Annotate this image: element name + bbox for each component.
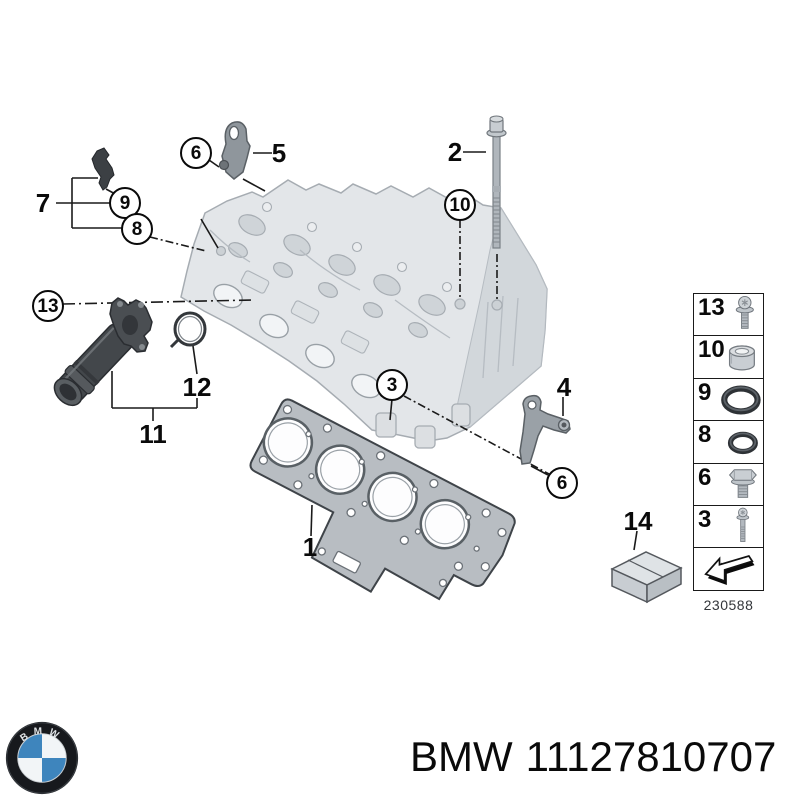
callout-5: 5 bbox=[271, 138, 287, 168]
part-number-text: 11127810707 bbox=[525, 733, 777, 780]
callout-circle-13: 13 bbox=[32, 290, 64, 322]
callout-1: 1 bbox=[302, 532, 318, 562]
dowel-sleeve-icon bbox=[728, 345, 755, 371]
head-bolt-drawing bbox=[486, 115, 507, 249]
hex-flange-bolt-icon bbox=[728, 468, 757, 498]
legend-item-arrow bbox=[694, 548, 763, 589]
torx-bolt-icon bbox=[735, 295, 754, 329]
legend-item-13: 13 bbox=[694, 294, 763, 337]
coolant-pipe-drawing bbox=[53, 297, 153, 407]
callout-4: 4 bbox=[556, 372, 572, 402]
legend-item-8: 8 bbox=[694, 421, 763, 464]
head-gasket-drawing bbox=[249, 398, 516, 601]
parts-legend: 13 10 9 8 bbox=[693, 293, 764, 591]
callout-circle-3: 3 bbox=[376, 369, 408, 401]
callout-2: 2 bbox=[447, 137, 463, 167]
brand-text: BMW bbox=[410, 733, 513, 780]
o-ring-large-icon bbox=[721, 385, 761, 415]
legend-item-9: 9 bbox=[694, 379, 763, 422]
part-number-line: BMW 11127810707 bbox=[410, 736, 776, 778]
pipe-gasket-ring-drawing bbox=[169, 311, 207, 349]
drawing-number: 230588 bbox=[703, 597, 754, 613]
legend-item-10: 10 bbox=[694, 336, 763, 379]
legend-item-6: 6 bbox=[694, 464, 763, 506]
callout-11: 11 bbox=[139, 419, 167, 449]
callout-12: 12 bbox=[182, 372, 212, 402]
callout-circle-10: 10 bbox=[444, 189, 476, 221]
callout-circle-6-bottom: 6 bbox=[546, 467, 578, 499]
bmw-logo: BMW bbox=[5, 721, 79, 795]
callout-14: 14 bbox=[623, 506, 653, 536]
long-bolt-icon bbox=[736, 507, 750, 542]
sensor-drawing bbox=[91, 147, 115, 191]
bracket-4-drawing bbox=[519, 394, 571, 465]
o-ring-small-icon bbox=[727, 431, 758, 455]
callout-circle-6-top: 6 bbox=[180, 137, 212, 169]
leader-lines bbox=[56, 151, 638, 551]
direction-arrow-icon bbox=[704, 555, 755, 586]
kit-box-drawing bbox=[610, 551, 683, 604]
legend-item-3: 3 bbox=[694, 506, 763, 549]
bracket-5-drawing bbox=[218, 121, 251, 180]
callout-7: 7 bbox=[35, 188, 51, 218]
cylinder-head-drawing bbox=[180, 179, 548, 449]
callout-circle-8: 8 bbox=[121, 213, 153, 245]
